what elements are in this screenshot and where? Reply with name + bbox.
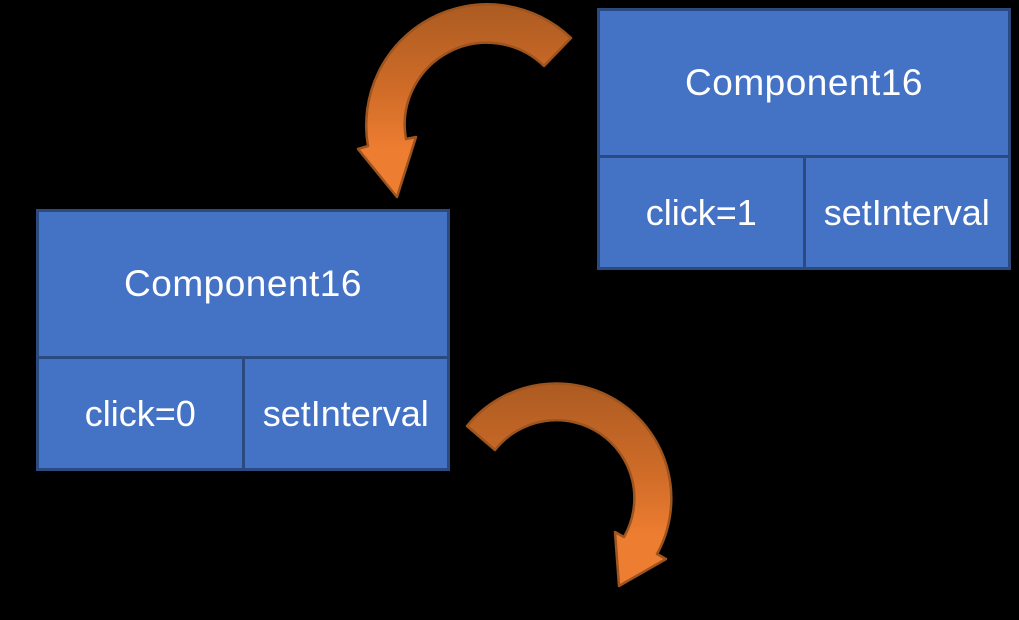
method-cell-setinterval: setInterval [823,191,990,233]
component-cells: click=1 setInterval [600,158,1008,267]
state-cell-click: click=1 [600,158,806,267]
component-title: Component16 [600,11,1008,158]
component-node-left: Component16 click=0 setInterval [36,209,450,471]
component-cells: click=0 setInterval [39,359,447,468]
curved-arrow-bottom [465,382,673,588]
component-node-right: Component16 click=1 setInterval [597,8,1011,270]
state-cell-click: click=0 [39,359,245,468]
method-cell-setinterval: setInterval [262,392,429,434]
component-title: Component16 [39,212,447,359]
curved-arrow-top [356,3,573,199]
